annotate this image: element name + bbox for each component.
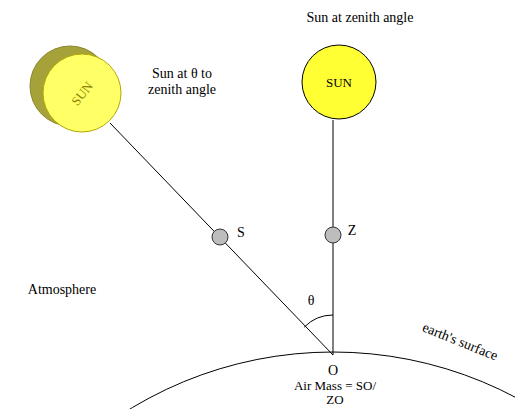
sun-circle: SUN — [301, 44, 377, 120]
sun-disc — [43, 54, 121, 132]
angle-arc — [304, 315, 333, 327]
point-marker — [325, 227, 341, 243]
sun-label: SUN — [326, 75, 352, 90]
slant-path-line — [110, 123, 333, 355]
surface-label: earth's surface — [420, 320, 500, 365]
sun-disc — [302, 45, 376, 119]
angle-label: θ — [308, 293, 315, 309]
point-label: S — [237, 225, 245, 241]
point-marker — [212, 229, 228, 245]
caption-text: Sun at θ to zenith angle — [136, 66, 228, 98]
formula-text: Air Mass = SO/ ZO — [285, 379, 385, 407]
point-label: Z — [348, 223, 357, 239]
earth-surface-arc — [0, 352, 515, 409]
point-label: O — [328, 363, 338, 379]
caption-text: Sun at zenith angle — [307, 10, 414, 26]
sun-circle: SUN — [42, 53, 122, 133]
region-label: Atmosphere — [28, 282, 96, 298]
